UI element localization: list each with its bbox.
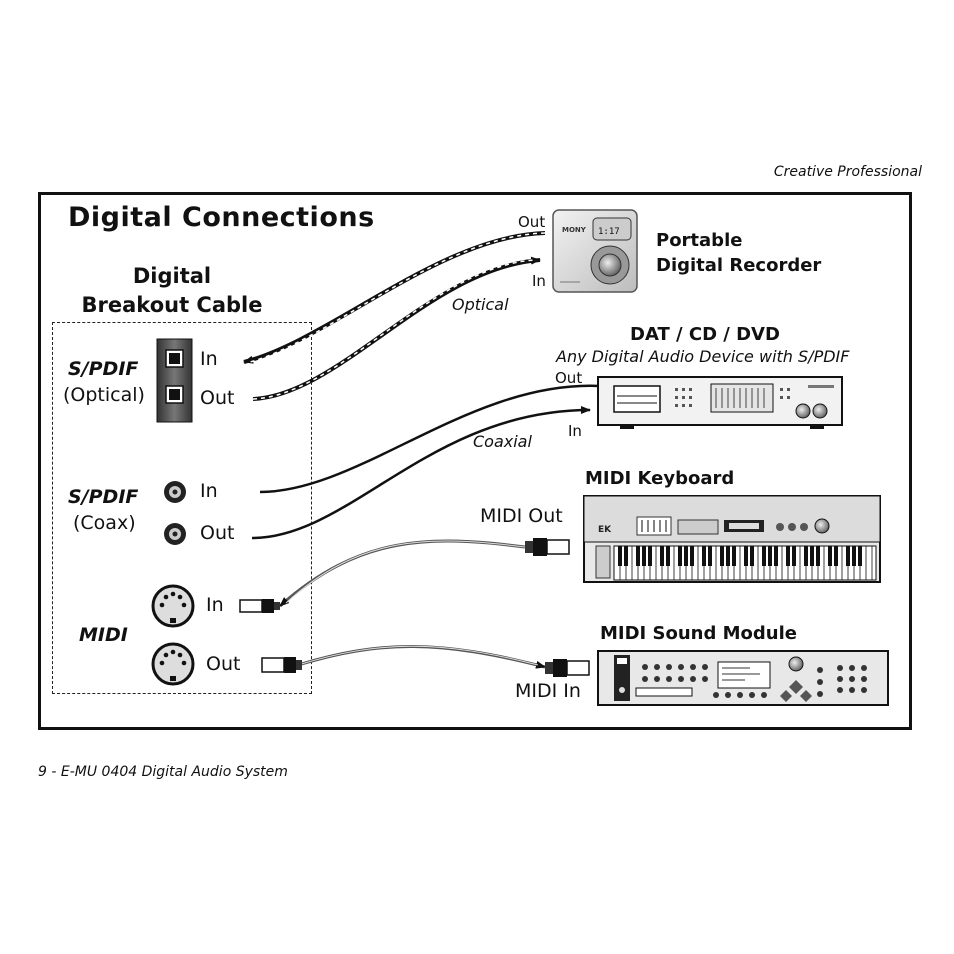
dat-in-label: In bbox=[568, 422, 582, 440]
recorder-title: Portable Digital Recorder bbox=[656, 228, 821, 278]
spdif-coax-label: S/PDIF bbox=[68, 486, 139, 508]
breakout-title: Digital Breakout Cable bbox=[52, 262, 292, 320]
midi-keyboard-device: EK bbox=[583, 495, 881, 583]
midi-in-label: In bbox=[206, 594, 224, 616]
dat-out-label: Out bbox=[555, 369, 583, 387]
recorder-out-label: Out bbox=[518, 213, 546, 231]
spdif-optical-in-label: In bbox=[200, 348, 218, 370]
coax-jack-in bbox=[164, 481, 186, 503]
midi-plug-in bbox=[239, 599, 280, 613]
breakout-cable-box bbox=[52, 322, 312, 694]
optical-cables bbox=[243, 231, 546, 401]
midi-plug-out bbox=[261, 657, 302, 673]
spdif-coax-out-label: Out bbox=[200, 522, 235, 544]
recorder-display: 1:17 bbox=[598, 227, 620, 237]
module-midi-plug bbox=[545, 659, 590, 677]
midi-din-in bbox=[151, 584, 195, 628]
recorder-title-line2: Digital Recorder bbox=[656, 255, 822, 276]
midi-din-out bbox=[151, 642, 195, 686]
dat-title: DAT / CD / DVD bbox=[630, 324, 780, 345]
keyboard-port-label: MIDI Out bbox=[480, 505, 563, 527]
breakout-title-line2: Breakout Cable bbox=[81, 293, 263, 317]
midi-sound-module-device bbox=[597, 650, 889, 706]
diagram-title: Digital Connections bbox=[68, 202, 375, 233]
keyboard-title: MIDI Keyboard bbox=[585, 468, 735, 489]
coaxial-cable-label: Coaxial bbox=[473, 432, 532, 451]
svg-text:EK: EK bbox=[598, 525, 612, 535]
dat-cd-dvd-device bbox=[597, 376, 843, 429]
coaxial-cables bbox=[251, 384, 601, 540]
header-text: Creative Professional bbox=[773, 164, 922, 180]
module-port-label: MIDI In bbox=[515, 680, 581, 702]
breakout-title-line1: Digital bbox=[132, 264, 212, 288]
spdif-optical-out-label: Out bbox=[200, 387, 235, 409]
recorder-title-line1: Portable bbox=[656, 230, 743, 251]
coax-jack-out bbox=[164, 523, 186, 545]
midi-cables bbox=[279, 539, 546, 669]
recorder-brand: MONY bbox=[562, 226, 587, 234]
spdif-coax-sub: (Coax) bbox=[73, 512, 136, 534]
midi-label: MIDI bbox=[79, 624, 128, 646]
module-title: MIDI Sound Module bbox=[600, 623, 797, 644]
midi-out-label: Out bbox=[206, 653, 241, 675]
spdif-coax-in-label: In bbox=[200, 480, 218, 502]
keyboard-midi-plug bbox=[525, 538, 570, 556]
spdif-optical-sub: (Optical) bbox=[63, 384, 145, 406]
dat-subtitle: Any Digital Audio Device with S/PDIF bbox=[556, 347, 850, 366]
optical-connector bbox=[156, 338, 193, 423]
recorder-in-label: In bbox=[532, 272, 546, 290]
diagram-frame bbox=[38, 192, 912, 730]
portable-recorder-device: MONY 1:17 bbox=[552, 209, 638, 293]
footer-text: 9 - E-MU 0404 Digital Audio System bbox=[38, 764, 288, 780]
spdif-optical-label: S/PDIF bbox=[68, 358, 139, 380]
optical-cable-label: Optical bbox=[452, 295, 509, 314]
